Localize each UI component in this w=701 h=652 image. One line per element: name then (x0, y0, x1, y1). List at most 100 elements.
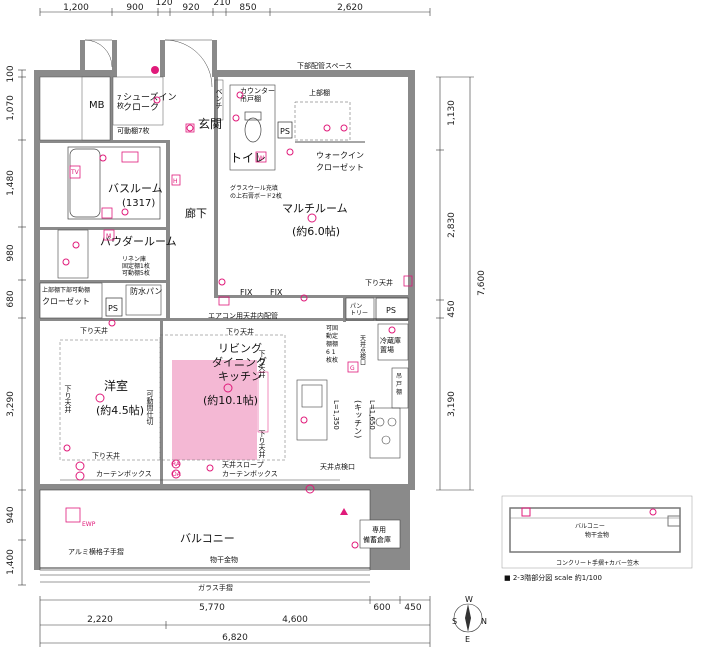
ps-label-1: PS (280, 127, 290, 136)
dim-left-2: 1,070 (6, 95, 16, 121)
counter-label: カウンター吊戸棚 (240, 86, 275, 103)
fridge-label: 冷蔵庫置場 (380, 336, 401, 354)
balcony-label: バルコニー (180, 532, 235, 545)
drying-label: 物干金物 (210, 555, 238, 564)
dim-bottom-total: 6,820 (222, 633, 248, 643)
ewp-marker: EWP (82, 521, 96, 528)
ra-marker: RA (172, 461, 181, 468)
powder-room-label: パウダールーム (100, 234, 177, 248)
dim-top-2: 900 (126, 3, 143, 13)
glass-railing-label: ガラス手摺 (198, 583, 233, 592)
dim-bottom-4: 2,220 (87, 615, 113, 625)
counter-dims-label: L=1,350 (332, 400, 340, 430)
lower-ceiling-label-w1: 下り天井 (80, 326, 108, 335)
waterproof-pan-label: 防水パン (130, 286, 162, 296)
pantry-label: パントリー (350, 303, 368, 317)
western-size-label: (約4.5帖) (96, 403, 144, 417)
left-dimensions: 100 1,070 1,480 980 680 3,290 940 1,400 (6, 65, 26, 586)
ceiling-hatch-label-2: 天井点検口 (359, 335, 366, 366)
western-label: 洋室 (104, 378, 128, 393)
entrance-label: 玄関 (198, 116, 222, 131)
railing-label: アルミ横格子手摺 (68, 547, 124, 556)
walk-in-closet-label: ウォークインクローゼット (316, 151, 364, 172)
dim-top-7: 2,620 (337, 3, 363, 13)
upper-closet-label-1: 上部棚下部可動棚 (42, 286, 90, 294)
compass-e: E (465, 635, 470, 644)
dim-top-6: 850 (239, 3, 256, 13)
movable-partition-label: 可動間仕切 (146, 390, 154, 426)
fix-label-2: FIX (270, 288, 283, 297)
bottom-dimensions: 5,770 600 450 2,220 4,600 6,820 (39, 596, 431, 647)
storage-label: 専用備蓄倉庫 (363, 525, 391, 544)
oa-marker: OA (172, 471, 182, 478)
ldk-highlight (172, 360, 257, 460)
upper-closet-label-2: クローゼット (42, 296, 90, 306)
kitchen-label: (キッチン) (354, 400, 363, 438)
dim-left-8: 1,400 (6, 549, 16, 575)
ceiling-slope-label: 天井スロープカーテンボックス (222, 460, 278, 478)
bench-label: ベンチ (215, 88, 223, 109)
dim-left-1: 100 (6, 65, 16, 82)
lower-ceiling-label-ldk: 下り天井 (226, 327, 254, 336)
walls (34, 40, 415, 570)
shelf-count-label: 7 (117, 94, 121, 102)
dim-left-7: 940 (6, 506, 16, 523)
inset-balcony-label: バルコニー (575, 523, 605, 530)
aircon-pipe-label: エアコン用天井内配管 (208, 311, 278, 320)
dim-right-1: 1,130 (447, 100, 457, 126)
inset-railing-label: コンクリート手摺+カバー笠木 (556, 559, 639, 567)
dim-top-3: 120 (155, 0, 172, 8)
dim-bottom-3: 450 (404, 603, 421, 613)
compass-s: S (452, 617, 457, 626)
tv-marker: TV (70, 169, 80, 176)
ldk-label: リビングダイニングキッチン (212, 341, 267, 383)
lower-ceiling-label-mr: 下り天井 (365, 278, 393, 287)
dim-top-4: 920 (182, 3, 199, 13)
curtain-box-label: カーテンボックス (96, 470, 152, 478)
linen-shelf-label: リネン庫固定棚1枚可動棚5枚 (122, 255, 150, 277)
inset-note: ■ 2-3階部分図 scale 約1/100 (504, 573, 602, 582)
upper-cabinet-label: 上部棚 (309, 88, 330, 97)
movable-shelf-label: 可動棚7枚 (117, 126, 149, 135)
dim-left-6: 3,290 (6, 391, 16, 417)
dim-right-3: 450 (447, 300, 457, 317)
compass-n: N (481, 617, 487, 626)
mb-label: MB (89, 100, 105, 111)
equipment-markers: TV H W M G RA OA EWP (62, 66, 413, 549)
compass-w: W (465, 595, 473, 604)
dim-left-5: 680 (6, 290, 16, 307)
ceiling-hatch-label: 天井点検口 (320, 462, 355, 471)
lower-ceiling-label-ldk3: 下り天井 (258, 430, 266, 459)
top-dimensions: 1,200 900 120 920 210 850 2,620 (39, 0, 431, 16)
dim-bottom-1: 5,770 (199, 603, 225, 613)
toilet-label: トイレ (230, 151, 266, 165)
multi-room-label: マルチルーム (282, 202, 348, 215)
dim-right-2: 2,830 (447, 212, 457, 238)
ps-label-3: PS (386, 306, 396, 315)
g-marker: G (350, 365, 355, 372)
m-marker-1: M (106, 233, 111, 240)
h-marker: H (173, 178, 178, 185)
shelf-count-unit: 枚 (117, 101, 124, 110)
ps-label-2: PS (108, 304, 118, 313)
downstream-pipe-label: 下部配管スペース (297, 61, 352, 70)
fix-label-1: FIX (240, 288, 253, 297)
multi-room-size-label: (約6.0帖) (292, 224, 340, 238)
dim-top-5: 210 (213, 0, 230, 8)
entrance-doors (84, 39, 213, 88)
right-dimensions: 1,130 2,830 450 3,190 7,600 (436, 76, 487, 491)
bathroom-label: バスルーム (108, 182, 163, 195)
dim-top-1: 1,200 (63, 3, 89, 13)
dim-right-4: 3,190 (447, 391, 457, 417)
lower-ceiling-label-w2: 下り天井 (64, 385, 72, 414)
kitchen-dims-label: L=1,650 (368, 400, 376, 430)
glass-wool-label: グラスウール充填の上石膏ボード2枚 (230, 184, 282, 200)
w-marker: W (258, 155, 264, 162)
dim-left-4: 980 (6, 244, 16, 261)
inset-drying-label: 物干金物 (585, 531, 609, 539)
corridor-label: 廊下 (185, 206, 207, 220)
dim-bottom-2: 600 (373, 603, 390, 613)
hanging-shelf-label: 吊戸棚 (396, 373, 402, 396)
bathroom-size-label: (1317) (122, 198, 155, 209)
